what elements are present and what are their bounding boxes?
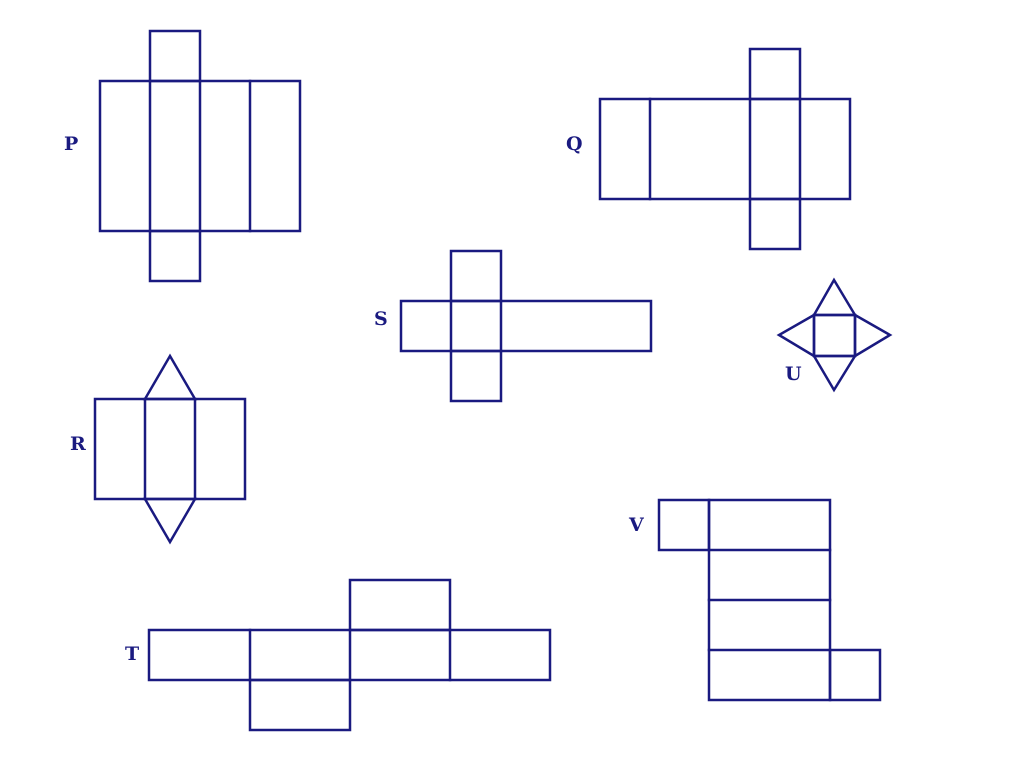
net-r-label: R (70, 433, 86, 455)
net-s-shape (399, 249, 653, 403)
net-u: U (776, 277, 893, 393)
net-v: V (628, 498, 882, 702)
net-p-shape (98, 29, 302, 283)
net-v-shape (657, 498, 882, 702)
net-v-label: V (628, 514, 645, 536)
net-r: R (70, 353, 247, 545)
net-q-label: Q (566, 133, 583, 155)
net-p-label: P (64, 133, 78, 155)
net-s-label: S (374, 308, 388, 330)
net-u-shape (776, 277, 893, 393)
net-u-label: U (785, 363, 802, 385)
net-t-label: T (125, 643, 139, 665)
net-t: T (125, 578, 552, 732)
net-p: P (64, 29, 302, 283)
net-q: Q (566, 47, 852, 251)
net-r-shape (93, 353, 247, 545)
net-s: S (374, 249, 653, 403)
net-q-shape (598, 47, 852, 251)
net-t-shape (147, 578, 552, 732)
